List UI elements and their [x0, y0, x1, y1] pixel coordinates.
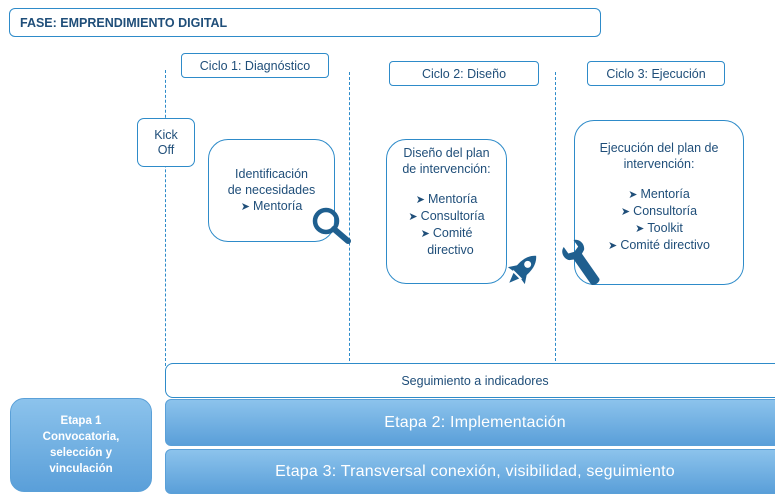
card-diseno: Diseño del plan de intervención: Mentorí…	[386, 139, 507, 284]
card-2-item-continued: directivo	[427, 243, 474, 257]
kickoff-line-2: Off	[157, 142, 175, 157]
cycle-1-label: Ciclo 1: Diagnóstico	[181, 53, 329, 78]
card-2-item: Mentoría	[387, 191, 506, 208]
etapa-3-label: Etapa 3: Transversal conexión, visibilid…	[275, 462, 675, 480]
card-ejecucion: Ejecución del plan de intervención: Ment…	[574, 120, 744, 285]
kickoff-box: Kick Off	[137, 118, 195, 167]
card-1-list: Mentoría	[241, 198, 302, 215]
etapa-2-label: Etapa 2: Implementación	[384, 413, 566, 431]
etapa-2-band: Etapa 2: Implementación	[165, 399, 775, 446]
phase-title: FASE: EMPRENDIMIENTO DIGITAL	[20, 15, 228, 30]
etapa-3-band: Etapa 3: Transversal conexión, visibilid…	[165, 449, 775, 494]
magnifier-icon	[312, 207, 351, 244]
card-3-title-line-1: Ejecución del plan de	[599, 141, 719, 155]
divider-cycle-2-3	[555, 72, 556, 366]
cycle-2-label: Ciclo 2: Diseño	[389, 61, 539, 86]
seguimiento-label: Seguimiento a indicadores	[401, 373, 549, 388]
divider-kickoff	[165, 70, 166, 366]
card-2-list: Mentoría Consultoría Comité directivo	[387, 191, 506, 259]
wrench-icon	[562, 239, 600, 286]
card-1-title-line-2: de necesidades	[227, 183, 316, 197]
etapa-1-line-3: selección y	[49, 447, 112, 459]
etapa-1-line-1: Etapa 1	[60, 415, 102, 427]
cycle-3-label: Ciclo 3: Ejecución	[587, 61, 725, 86]
card-3-item: Mentoría	[575, 186, 743, 203]
card-2-item: Comité	[387, 225, 506, 242]
seguimiento-bar: Seguimiento a indicadores	[165, 363, 775, 398]
card-3-item: Comité directivo	[575, 237, 743, 254]
divider-cycle-1-2	[349, 72, 350, 366]
card-3-item: Toolkit	[575, 220, 743, 237]
card-3-title-line-2: intervención:	[623, 157, 695, 171]
kickoff-line-1: Kick	[154, 127, 178, 142]
card-1-item: Mentoría	[241, 198, 302, 215]
phase-header: FASE: EMPRENDIMIENTO DIGITAL	[9, 8, 601, 37]
card-3-list: Mentoría Consultoría Toolkit Comité dire…	[575, 186, 743, 254]
rocket-icon	[507, 255, 537, 285]
card-2-title-line-1: Diseño del plan	[403, 146, 490, 160]
card-3-item: Consultoría	[575, 203, 743, 220]
card-1-title-line-1: Identificación	[235, 167, 308, 181]
etapa-1-line-4: vinculación	[49, 463, 113, 475]
card-2-item: Consultoría	[387, 208, 506, 225]
etapa-1-line-2: Convocatoria,	[42, 431, 120, 443]
card-2-title-line-2: de intervención:	[402, 162, 491, 176]
etapa-1-box: Etapa 1 Convocatoria, selección y vincul…	[10, 398, 152, 492]
